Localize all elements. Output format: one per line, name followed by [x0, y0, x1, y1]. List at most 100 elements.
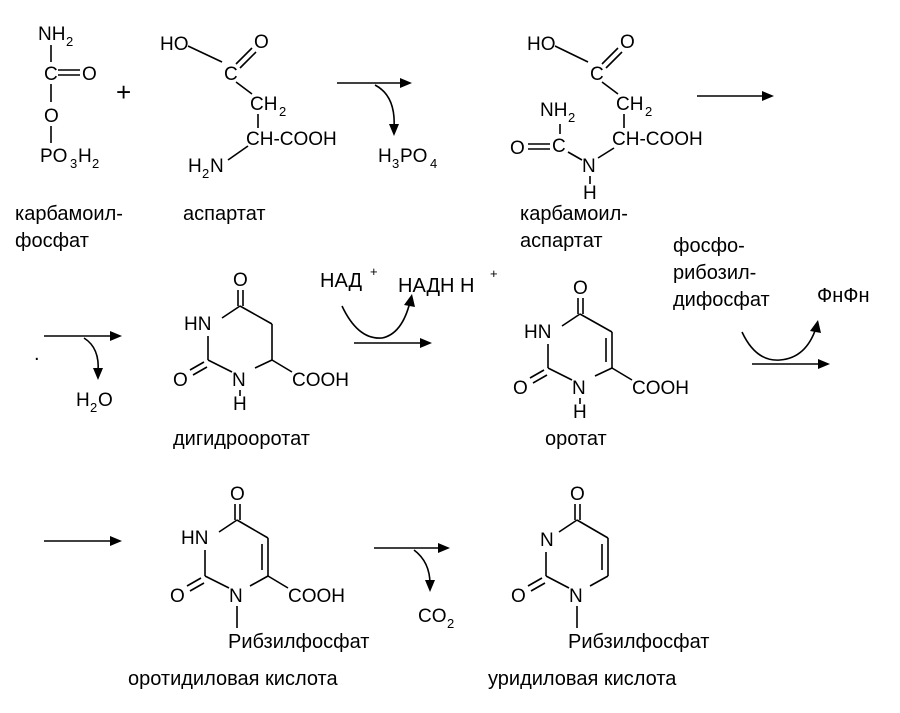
reagent-prpp-1: фосфо-	[673, 235, 745, 257]
reagent-h2o-o: O	[98, 390, 113, 411]
atom-c: C	[44, 64, 58, 85]
atom-ch-cooh: CH-COOH	[612, 129, 703, 150]
reaction-arrow-2	[697, 91, 774, 101]
label-dihydroorotate: дигидрооротат	[173, 428, 310, 450]
arrowhead	[762, 91, 774, 101]
label-orotate: оротат	[545, 428, 607, 450]
atom-n: N	[582, 156, 596, 177]
atom-ch2: CH	[616, 94, 643, 115]
orotidylic-acid-structure: O HN O N Рибзилфосфат COOH	[170, 484, 369, 653]
bond	[601, 81, 619, 95]
reagent-pp: ФнФн	[817, 285, 870, 307]
bond	[204, 575, 230, 589]
atom-hn: HN	[184, 314, 211, 335]
arrowhead	[818, 359, 830, 369]
bond	[236, 519, 269, 539]
label-aspartate: аспартат	[183, 203, 266, 225]
atom-cooh: COOH	[288, 586, 345, 607]
bond	[567, 151, 583, 161]
bond	[249, 575, 269, 587]
label-orotidylic-acid: оротидиловая кислота	[128, 668, 338, 690]
arrowhead	[404, 294, 415, 307]
bond	[221, 305, 241, 319]
atom-o: O	[254, 32, 269, 53]
bond	[561, 313, 581, 327]
reaction-arrow-5	[741, 320, 830, 369]
byproduct-curve	[374, 84, 395, 129]
reaction-arrow-4: НАД + НАДН Н +	[320, 264, 498, 348]
arrowhead	[110, 536, 122, 546]
atom-n: N	[229, 586, 243, 607]
reagent-co2-sub2: 2	[447, 616, 454, 631]
atom-c: C	[590, 64, 604, 85]
bond	[579, 313, 613, 333]
atom-n: N	[232, 370, 246, 391]
bond	[554, 45, 589, 63]
arrowhead	[93, 368, 103, 380]
atom-sub2: 2	[202, 166, 209, 181]
reagent-nad-plus: +	[370, 264, 378, 279]
atom-n: N	[569, 586, 583, 607]
bond	[576, 519, 609, 539]
reagent-h3po4-sub4: 4	[430, 156, 437, 171]
bond	[530, 582, 546, 592]
orotate-structure: O HN O N H COOH	[513, 278, 689, 423]
atom-o: O	[570, 484, 585, 505]
atom-n: N	[540, 530, 554, 551]
atom-cooh: COOH	[632, 378, 689, 399]
carbamoyl-aspartate-structure: HO C O CH 2 CH-COOH N H C NH 2 O	[510, 32, 703, 204]
reagent-h2o-sub2: 2	[90, 400, 97, 415]
atom-po: PO	[40, 146, 67, 167]
atom-nh2: NH	[540, 100, 567, 121]
bond	[186, 577, 202, 587]
atom-ho: HO	[527, 34, 556, 55]
bond	[605, 51, 623, 69]
atom-nh2: NH	[38, 24, 65, 45]
atom-cooh: COOH	[292, 370, 349, 391]
bond	[189, 582, 205, 592]
atom-sub2: 2	[645, 104, 652, 119]
bond	[207, 359, 233, 373]
label-carbamoyl-phosphate-1: карбамоил-	[15, 203, 123, 225]
bond	[218, 519, 238, 533]
reagent-nadh: НАДН Н	[398, 275, 474, 297]
reaction-arrow-7: CO 2	[374, 543, 454, 631]
bond	[187, 45, 223, 63]
bond	[235, 81, 253, 95]
atom-hn: HN	[181, 528, 208, 549]
reagent-prpp-3: дифосфат	[673, 289, 770, 311]
dot-mark: .	[34, 343, 40, 365]
reagent-prpp-2: рибозил-	[673, 262, 756, 284]
bond	[192, 366, 208, 376]
atom-sub2: 2	[92, 156, 99, 171]
ribosyl-phosphate: Рибзилфосфат	[568, 631, 709, 653]
plus-sign: +	[116, 77, 131, 107]
atom-c: C	[552, 136, 566, 157]
reagent-h3po4-po: PO	[400, 146, 427, 167]
atom-o: O	[511, 586, 526, 607]
dihydroorotate-structure: O HN O N H COOH	[173, 270, 349, 415]
bond	[594, 367, 613, 377]
bond	[189, 361, 205, 371]
atom-h: H	[78, 146, 92, 167]
arrowhead	[389, 124, 399, 136]
atom-h: H	[233, 394, 247, 415]
reagent-h2o-h: H	[76, 390, 90, 411]
reaction-arrow-6	[44, 536, 122, 546]
reagent-h3po4-sub3: 3	[392, 156, 399, 171]
label-uridylic-acid: уридиловая кислота	[488, 668, 677, 690]
reagent-nad: НАД	[320, 270, 362, 292]
atom-sub3: 3	[70, 156, 77, 171]
atom-sub2: 2	[279, 104, 286, 119]
bond	[239, 305, 273, 325]
cofactor-curve	[741, 327, 817, 361]
reagent-nadh-plus: +	[490, 266, 498, 281]
byproduct-curve	[413, 549, 431, 585]
bond	[254, 359, 273, 369]
atom-ch-cooh: CH-COOH	[246, 129, 337, 150]
atom-o: O	[230, 484, 245, 505]
reagent-h3po4-h: H	[378, 146, 392, 167]
ribosyl-phosphate: Рибзилфосфат	[228, 631, 369, 653]
